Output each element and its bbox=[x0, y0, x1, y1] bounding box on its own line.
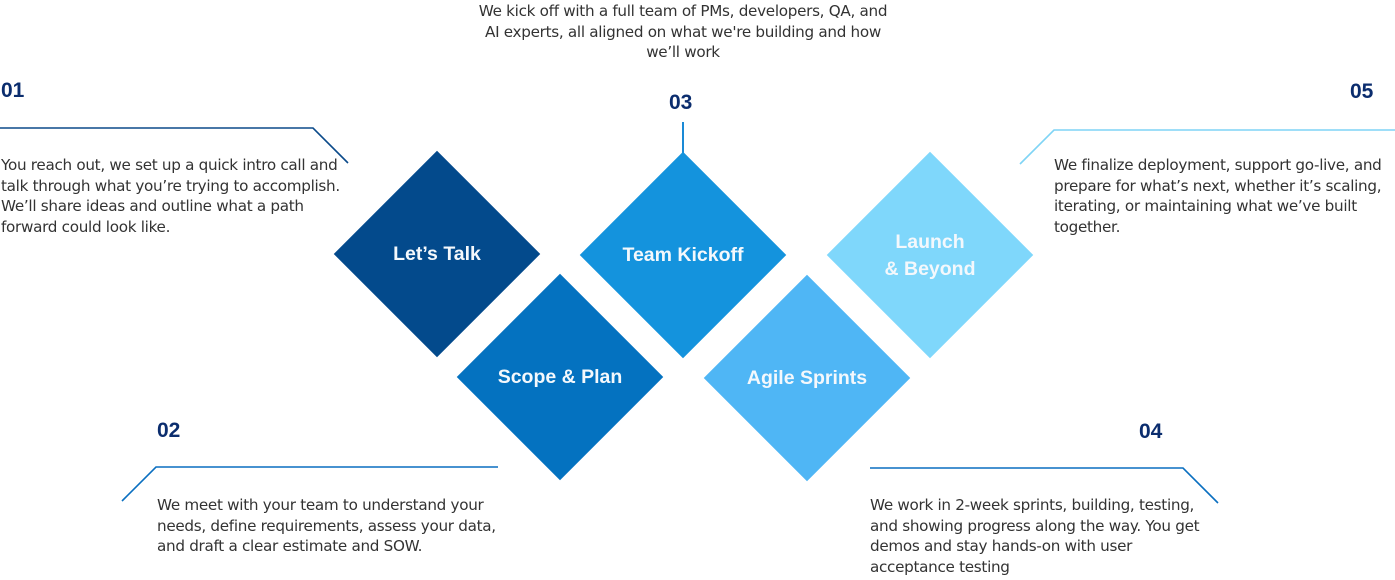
step-title-05: Launch & Beyond bbox=[827, 229, 1033, 283]
step-description-02: We meet with your team to understand you… bbox=[157, 496, 496, 555]
step-description-03: We kick off with a full team of PMs, dev… bbox=[478, 2, 888, 61]
step-number-04: 04 bbox=[1139, 420, 1163, 443]
connector-02 bbox=[121, 466, 498, 502]
step-number-05: 05 bbox=[1350, 80, 1374, 103]
step-number-03: 03 bbox=[669, 91, 693, 114]
step-title-01: Let’s Talk bbox=[393, 243, 481, 265]
connector-01 bbox=[0, 127, 349, 164]
step-title-05-line2: & Beyond bbox=[884, 258, 976, 280]
step-title-05-line1: Launch bbox=[895, 231, 965, 253]
step-title-04: Agile Sprints bbox=[746, 367, 868, 389]
step-number-02: 02 bbox=[157, 419, 181, 442]
step-title-03: Team Kickoff bbox=[622, 244, 744, 266]
step-description-01: You reach out, we set up a quick intro c… bbox=[1, 156, 340, 236]
step-description-05: We finalize deployment, support go-live,… bbox=[1054, 156, 1382, 236]
step-description-04: We work in 2-week sprints, building, tes… bbox=[870, 496, 1200, 576]
connector-04 bbox=[870, 467, 1219, 504]
step-number-01: 01 bbox=[1, 79, 25, 102]
connector-05 bbox=[1019, 129, 1395, 165]
step-title-02: Scope & Plan bbox=[497, 366, 623, 388]
